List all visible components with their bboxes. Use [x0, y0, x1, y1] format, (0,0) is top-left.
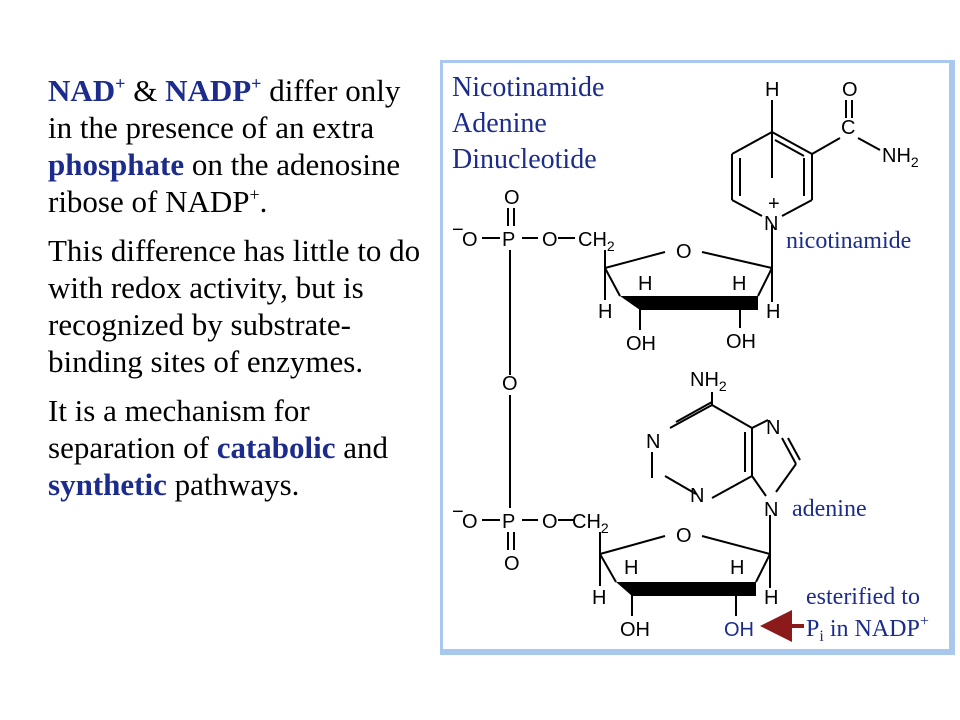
ribose-bottom-h3: H — [592, 587, 606, 609]
carboxamide-nh2: NH2 — [882, 145, 919, 170]
ribose-top-oh2: OH — [726, 331, 756, 353]
ribose-top-o: O — [676, 241, 692, 263]
paragraph-mechanism-start: It is a mechanism for separation of — [48, 393, 310, 465]
ch2-top: CH2 — [578, 229, 615, 254]
carboxamide-o: O — [842, 79, 858, 101]
paragraph-differ-mid: differ only in the presence of an extra — [48, 73, 401, 145]
phosphorus-top: P — [502, 229, 515, 251]
title-dinucleotide: Dinucleotide — [452, 144, 597, 175]
paragraph-mechanism-end: pathways. — [166, 467, 300, 502]
title-nicotinamide: Nicotinamide — [452, 72, 604, 103]
phosphorus-bottom: P — [502, 511, 515, 533]
ribose-bottom-oh2-esterified: OH — [724, 619, 754, 641]
label-pi-in-nadp: Pi in NADP+ — [806, 613, 929, 645]
charge-minus-bottom: − — [452, 501, 464, 523]
ribose-top-wedge — [620, 296, 758, 310]
adenine-n3: N — [690, 485, 704, 507]
ribose-bottom-oh1: OH — [620, 619, 650, 641]
period: . — [259, 184, 268, 219]
ch2-bottom: CH2 — [572, 511, 609, 536]
ribose-top-h3: H — [598, 301, 612, 323]
nadp-term: NADP — [165, 73, 252, 108]
adenine-n1: N — [646, 431, 660, 453]
paragraph-difference: This difference has little to do with re… — [48, 233, 421, 379]
label-adenine: adenine — [792, 496, 867, 522]
ribose-bottom-h2: H — [730, 557, 744, 579]
ribose-bottom-wedge — [616, 582, 756, 596]
paragraph-differ: NAD+ & NADP+ differ only in the presence… — [48, 72, 428, 220]
ribose-bottom-h4: H — [764, 587, 778, 609]
bridging-o: O — [502, 373, 518, 395]
nad-structure-diagram: Nicotinamide Adenine Dinucleotide — [440, 60, 955, 655]
catabolic-term: catabolic — [216, 430, 336, 465]
atom-labels: O − P O O CH2 O H H H H OH OH N + H C O … — [452, 79, 919, 641]
bonds — [482, 100, 881, 616]
paragraph-mechanism: It is a mechanism for separation of cata… — [48, 392, 428, 503]
ribose-bottom-o: O — [676, 525, 692, 547]
phosphate-top-o-double: O — [504, 187, 520, 209]
paragraph-mechanism-mid: and — [335, 430, 389, 465]
nicotinamide-h: H — [765, 79, 779, 101]
ribose-bottom-h1: H — [624, 557, 638, 579]
ribose-top-h4: H — [766, 301, 780, 323]
diagram-border — [440, 60, 955, 655]
nicotinamide-n: N — [764, 213, 778, 235]
ribose-top-h2: H — [732, 273, 746, 295]
label-nicotinamide: nicotinamide — [786, 228, 911, 254]
phosphate-bottom-o-ester: O — [542, 511, 558, 533]
ribose-top-oh1: OH — [626, 333, 656, 355]
nadp-charge: + — [251, 73, 262, 94]
nad-charge: + — [115, 73, 126, 94]
ampersand: & — [125, 73, 166, 108]
nicotinamide-n-charge: + — [768, 193, 780, 215]
synthetic-term: synthetic — [48, 467, 167, 502]
adenine-n7: N — [766, 417, 780, 439]
phosphate-bottom-o-minus: O — [462, 511, 478, 533]
ribose-top-h1: H — [638, 273, 652, 295]
phosphate-top-o-ester: O — [542, 229, 558, 251]
phosphate-top-o-minus: O — [462, 229, 478, 251]
text-panel: NAD+ & NADP+ differ only in the presence… — [48, 72, 428, 515]
title-adenine: Adenine — [452, 108, 547, 139]
label-esterified: esterified to — [806, 584, 920, 610]
carboxamide-c: C — [841, 117, 855, 139]
phosphate-term: phosphate — [48, 147, 185, 182]
adenine-nh2: NH2 — [690, 369, 727, 394]
nadp-charge-end: + — [249, 184, 260, 205]
charge-minus-top: − — [452, 219, 464, 241]
nad-term: NAD — [48, 73, 116, 108]
phosphate-bottom-o-double: O — [504, 553, 520, 575]
paragraph-differ-end: on the adenosine ribose of NADP — [48, 147, 401, 219]
adenine-n9: N — [764, 499, 778, 521]
